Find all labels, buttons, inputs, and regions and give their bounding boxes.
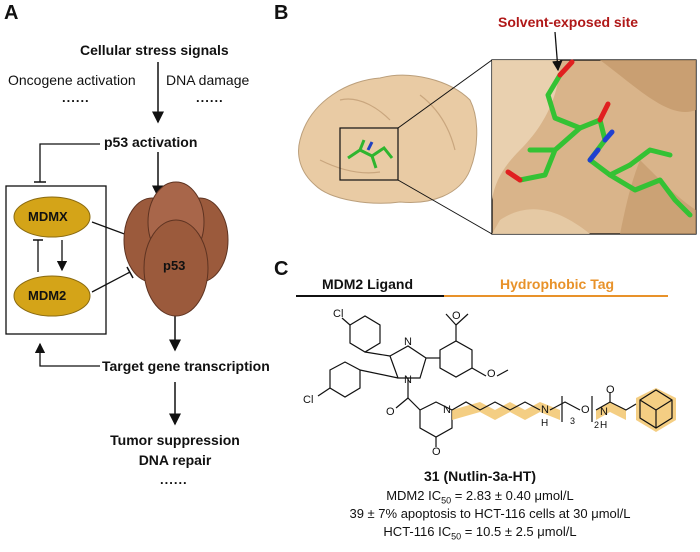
mdm2-ligand-label: MDM2 Ligand xyxy=(322,276,413,292)
atom-o-isopropoxy: O xyxy=(452,310,461,322)
mdm2-label: MDM2 xyxy=(28,288,67,303)
atom-o-amide: O xyxy=(606,384,615,396)
panel-a-letter: A xyxy=(4,2,19,24)
hct116-ic50: HCT-116 IC50 = 10.5 ± 2.5 μmol/L xyxy=(383,524,577,542)
apoptosis-text: 39 ± 7% apoptosis to HCT-116 cells at 30… xyxy=(349,506,631,521)
stress-signals-label: Cellular stress signals xyxy=(80,42,229,58)
feedback-arrow xyxy=(34,342,100,367)
oncogene-label: Oncogene activation xyxy=(8,72,136,88)
dots-dna-damage: ...... xyxy=(196,90,224,105)
tumor-suppression-label: Tumor suppression xyxy=(110,432,240,448)
zoomed-binding-site xyxy=(491,59,697,235)
atom-n-imidazoline: N xyxy=(404,336,412,348)
atom-n-piperazine: N xyxy=(443,404,451,416)
p53-activation-label: p53 activation xyxy=(104,134,198,150)
atom-h-amide-2: H xyxy=(600,420,608,431)
atom-o-carbonyl: O xyxy=(386,406,395,418)
panel-b-letter: B xyxy=(274,2,289,24)
protein-surface-small xyxy=(298,74,478,204)
atom-n-amide-1: N xyxy=(541,404,549,416)
zoom-box xyxy=(339,127,399,181)
dna-repair-label: DNA repair xyxy=(138,452,212,468)
mdm2-ic50: MDM2 IC50 = 2.83 ± 0.40 μmol/L xyxy=(386,488,574,506)
nutlin-structure xyxy=(317,313,509,447)
compound-name: 31 (Nutlin-3a-HT) xyxy=(424,468,536,484)
p53-label: p53 xyxy=(163,258,186,273)
mdm2-ellipse xyxy=(13,275,91,317)
solvent-site-label: Solvent-exposed site xyxy=(498,14,639,30)
target-gene-label: Target gene transcription xyxy=(102,358,270,374)
panel-c-letter: C xyxy=(274,258,289,280)
atom-n-imidazoline-2: N xyxy=(404,374,412,386)
p53-tetramer xyxy=(123,181,229,317)
hydrophobic-tag-label: Hydrophobic Tag xyxy=(500,276,615,292)
dna-damage-label: DNA damage xyxy=(166,72,250,88)
dots-bottom: ...... xyxy=(160,472,188,487)
mdmx-label: MDMX xyxy=(28,209,68,224)
site-arrow xyxy=(552,31,563,72)
atom-n-amide-2: N xyxy=(600,406,608,418)
inhibit-p53act-to-box xyxy=(39,143,100,182)
atom-o-ether: O xyxy=(581,404,590,416)
atom-h-amide-1: H xyxy=(541,418,549,429)
subscript-3: 3 xyxy=(570,416,576,426)
atom-o-lactam: O xyxy=(432,446,441,458)
atom-cl-bottom: Cl xyxy=(303,394,314,406)
dots-oncogene: ...... xyxy=(62,90,90,105)
mdmx-ellipse xyxy=(13,196,91,238)
mdm-box xyxy=(5,185,107,335)
subscript-2: 2 xyxy=(594,420,600,430)
atom-cl-top: Cl xyxy=(333,308,344,320)
atom-o-methoxy: O xyxy=(487,368,496,380)
